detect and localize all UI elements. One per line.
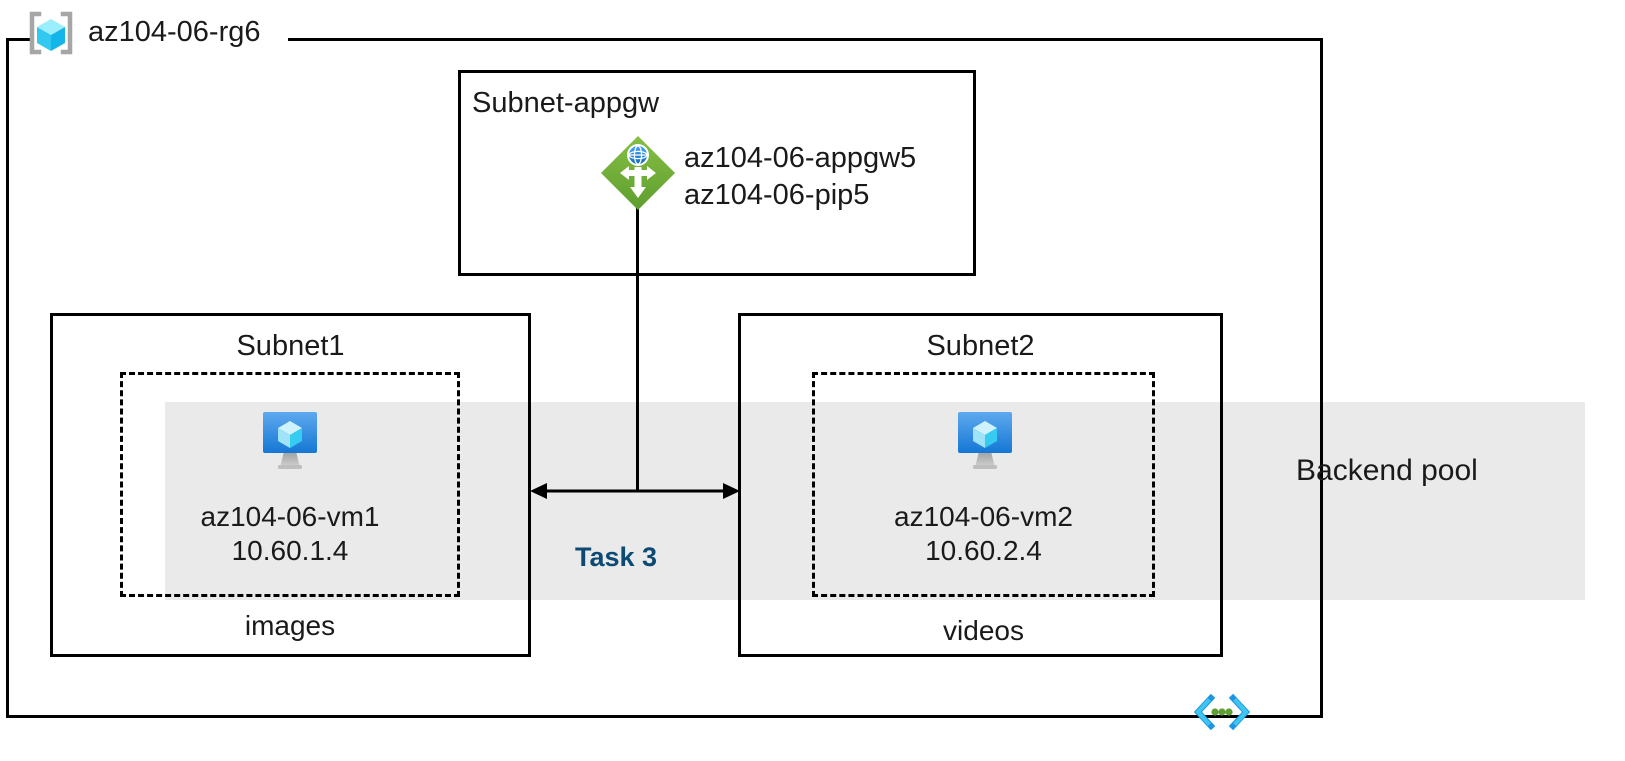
virtual-machine-icon	[949, 406, 1021, 474]
task-3-label: Task 3	[575, 542, 658, 572]
subnet1-title: Subnet1	[236, 330, 345, 362]
subnet2-vm-info: az104-06-vm2 10.60.2.4	[812, 500, 1155, 568]
resource-group-boundary	[6, 38, 1323, 718]
resource-group-label: az104-06-rg6	[88, 16, 261, 48]
vm1-ip: 10.60.1.4	[231, 535, 349, 566]
vm2-ip: 10.60.2.4	[925, 535, 1042, 566]
subnet2-dashed-boundary	[812, 372, 1155, 597]
subnet-appgw-title: Subnet-appgw	[472, 87, 660, 119]
subnet2-title: Subnet2	[926, 330, 1035, 362]
resource-group-top-border-right	[288, 38, 1323, 41]
subnet1-vm-info: az104-06-vm1 10.60.1.4	[120, 500, 460, 568]
resource-group-cube-icon	[22, 6, 80, 64]
subnet-to-subnet-arrow	[530, 479, 740, 503]
application-gateway-icon	[598, 133, 678, 213]
backend-pool-label: Backend pool	[1296, 454, 1478, 487]
appgw-resource-names: az104-06-appgw5 az104-06-pip5	[684, 140, 916, 214]
resource-group-top-border-left	[6, 38, 30, 41]
backend-pool-band	[165, 402, 1585, 600]
subnet1-dashed-boundary	[120, 372, 460, 597]
appgw-connector-line	[636, 205, 639, 490]
code-brackets-icon	[1193, 692, 1251, 732]
virtual-machine-icon	[254, 406, 326, 474]
vm2-name: az104-06-vm2	[894, 501, 1073, 532]
subnet1-storage-label: images	[244, 610, 336, 641]
subnet-appgw-boundary	[458, 70, 976, 276]
subnet2-boundary	[738, 313, 1223, 657]
subnet1-boundary	[50, 313, 531, 657]
subnet2-storage-label: videos	[943, 615, 1024, 646]
appgw-name: az104-06-appgw5	[684, 142, 917, 174]
vm1-name: az104-06-vm1	[200, 501, 380, 532]
public-ip-name: az104-06-pip5	[684, 179, 870, 211]
